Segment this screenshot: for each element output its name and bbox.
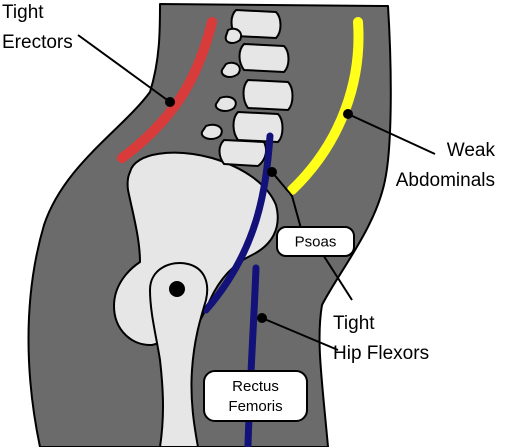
rectus-femoris-label-line-2: Femoris xyxy=(228,398,282,415)
vertebra xyxy=(230,9,282,39)
vertebra xyxy=(238,43,290,73)
psoas-label-box xyxy=(276,226,355,257)
leader-line-erectors xyxy=(77,34,171,103)
weak-abdominals-label-line-1: Weak xyxy=(447,140,496,161)
vertebra xyxy=(200,123,223,140)
rectus-femoris-muscle xyxy=(244,264,260,447)
hip-flexor-muscles xyxy=(202,132,274,447)
leader-lines xyxy=(77,34,436,351)
rectus-femoris-label-box xyxy=(203,370,308,422)
pointer-dot-rectus xyxy=(257,313,267,323)
vertebra xyxy=(242,79,294,111)
leader-line-psoas xyxy=(271,171,303,233)
hip-joint-dot xyxy=(169,281,185,297)
pointer-dot-abdominals xyxy=(343,109,353,119)
vertebra xyxy=(224,27,242,44)
leader-line-hip-flexors xyxy=(319,249,353,301)
pointer-dot-erectors xyxy=(165,97,175,107)
leader-line-rectus xyxy=(261,317,339,351)
tight-hip-flexors-label-line-2: Hip Flexors xyxy=(333,343,429,364)
vertebra xyxy=(232,111,284,143)
rectus-femoris-label: Rectus Femoris xyxy=(203,370,308,422)
weak-abdominals-label-line-2: Abdominals xyxy=(396,170,495,191)
psoas-label-text: Psoas xyxy=(295,234,337,251)
vertebra xyxy=(214,95,237,112)
pointer-dot-psoas xyxy=(267,167,277,177)
tight-hip-flexors-label-line-1: Tight xyxy=(333,313,375,334)
femur-bone xyxy=(149,262,209,447)
rectus-femoris-label-line-1: Rectus xyxy=(232,378,279,395)
vertebra xyxy=(218,139,267,167)
tight-erectors-label-line-2: Erectors xyxy=(2,32,73,53)
psoas-muscle xyxy=(202,132,274,314)
tight-erectors-label-line-1: Tight xyxy=(2,2,44,23)
weak-abdominals-muscle xyxy=(287,17,364,195)
tight-erectors-muscle xyxy=(117,17,217,163)
vertebra xyxy=(220,61,241,78)
psoas-label: Psoas xyxy=(276,226,355,257)
leader-line-abdominals xyxy=(347,113,436,155)
